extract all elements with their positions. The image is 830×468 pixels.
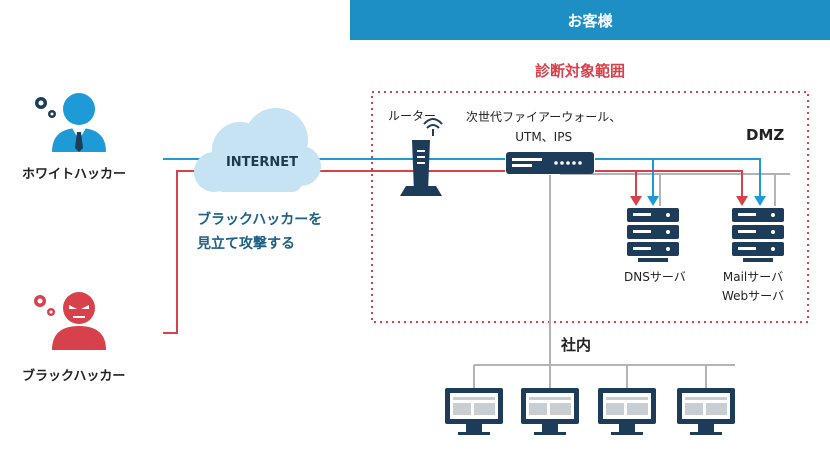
mail-web-server-label: Mailサーバ Webサーバ [722,268,784,306]
white-hacker-arrowheads [647,196,766,206]
firewall-label-line1: 次世代ファイアーウォール、 [466,110,622,124]
internal-pc [445,388,503,435]
note-line2: 見立て攻撃する [197,236,295,252]
black-hacker-arrowheads [630,196,748,206]
dns-server-label: DNSサーバ [624,270,686,284]
internal-network-label: 社内 [561,336,592,354]
dns-server-device [627,208,679,262]
note-line1: ブラックハッカーを [197,212,323,228]
web-server-label: Webサーバ [722,289,785,303]
router-label: ルーター [388,109,437,123]
white-hacker-icon [52,93,106,152]
gear-icon [35,97,56,118]
internal-pc [677,388,735,435]
firewall-label: 次世代ファイアーウォール、 UTM、IPS [466,107,621,147]
internet-cloud [194,108,321,192]
white-hacker-label: ホワイトハッカー [22,167,127,182]
internal-network-lines [473,173,790,388]
mail-web-server-device [732,208,784,262]
firewall-label-line2: UTM、IPS [515,130,573,144]
customer-header: お客様 [350,0,830,40]
black-hacker-path [163,170,743,334]
black-hacker-label: ブラックハッカー [22,369,126,384]
black-hacker-icon [52,292,106,350]
internal-pc [598,388,656,435]
black-hacker-note: ブラックハッカーを 見立て攻撃する [197,208,322,256]
scope-title: 診断対象範囲 [535,62,626,80]
mail-server-label: Mailサーバ [722,270,784,284]
internal-pc [521,388,579,435]
dmz-label: DMZ [746,126,785,144]
internet-label: INTERNET [225,155,299,170]
gear-icon [34,295,55,316]
firewall-device [506,152,594,174]
scope-boundary [371,91,809,323]
router-device [400,118,443,196]
